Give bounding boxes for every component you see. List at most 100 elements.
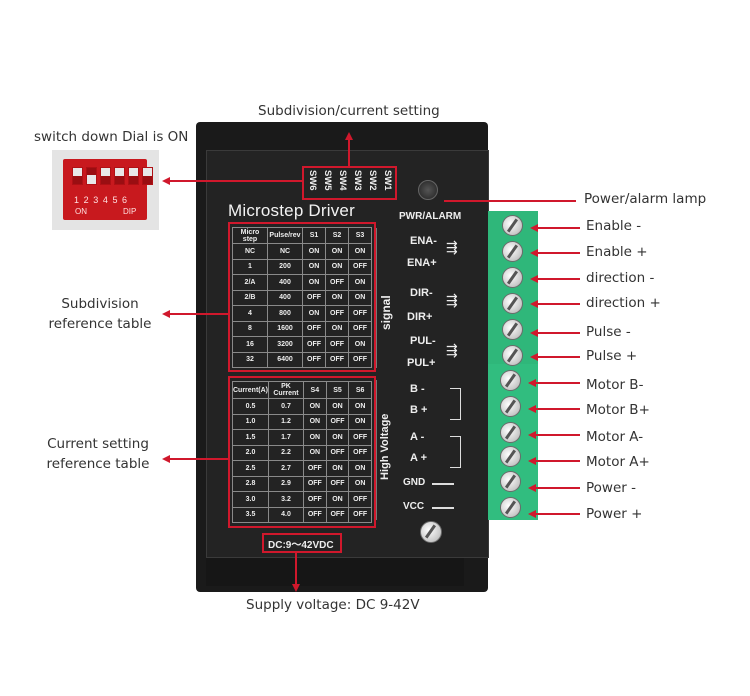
current-table-callout: Current setting reference table bbox=[36, 434, 160, 474]
dip-number: 6 bbox=[122, 195, 128, 205]
coil-a-icon bbox=[450, 436, 461, 468]
terminal-label-ena-plus: ENA+ bbox=[407, 257, 437, 269]
dip-number: 2 bbox=[83, 195, 89, 205]
signal-divider bbox=[376, 228, 377, 368]
terminal-callout: Motor B- bbox=[586, 377, 644, 393]
table-header-row: Current(A) PK Current S4 S5 S6 bbox=[232, 381, 372, 399]
terminal-label-gnd: GND bbox=[403, 477, 426, 488]
table-header: S6 bbox=[348, 381, 372, 399]
dip-number: 4 bbox=[102, 195, 108, 205]
terminal-callout: direction - bbox=[586, 270, 655, 286]
terminal-label-b-plus: B + bbox=[410, 404, 428, 416]
terminal-screw-icon bbox=[500, 370, 521, 391]
table-header: S1 bbox=[302, 227, 326, 244]
table-cell: ON bbox=[348, 460, 372, 477]
terminal-label-b-minus: B - bbox=[410, 383, 425, 395]
terminal-screw-icon bbox=[502, 293, 523, 314]
vcc-line-icon bbox=[432, 507, 454, 509]
current-callout-line1: Current setting bbox=[47, 436, 149, 452]
dip-lever bbox=[114, 167, 125, 185]
terminal-screw-icon bbox=[500, 396, 521, 417]
coil-b-icon bbox=[450, 388, 461, 420]
table-header: S3 bbox=[348, 227, 372, 244]
subdivision-current-setting-label: Subdivision/current setting bbox=[258, 103, 440, 119]
mounting-screw-icon bbox=[420, 521, 442, 543]
terminal-screw-icon bbox=[502, 345, 523, 366]
dip-lever bbox=[100, 167, 111, 185]
terminal-label-dir-minus: DIR- bbox=[410, 287, 433, 299]
switch-down-label: switch down Dial is ON bbox=[34, 129, 189, 145]
subdivision-table-box bbox=[228, 222, 376, 372]
terminal-callout: Enable + bbox=[586, 244, 648, 260]
dc-label: DC:9～42VDC bbox=[268, 540, 334, 551]
dip-lever bbox=[142, 167, 153, 185]
dc-label-box bbox=[262, 533, 342, 553]
optocoupler-icon: ⇶ bbox=[446, 292, 458, 308]
subdivision-callout-line2: reference table bbox=[48, 316, 152, 332]
current-table-box bbox=[228, 376, 376, 528]
terminal-screw-icon bbox=[502, 241, 523, 262]
terminal-callout: direction + bbox=[586, 295, 661, 311]
terminal-label-a-minus: A - bbox=[410, 431, 425, 443]
gnd-line-icon bbox=[432, 483, 454, 485]
pwr-alarm-led bbox=[418, 180, 438, 200]
terminal-callout: Pulse - bbox=[586, 324, 631, 340]
dip-switch-body: 1 2 3 4 5 6 ON DIP bbox=[63, 159, 153, 220]
terminal-screw-icon bbox=[502, 215, 523, 236]
table-cell: OFF bbox=[348, 506, 372, 523]
table-cell: OFF bbox=[325, 351, 349, 368]
dip-dip-label: DIP bbox=[123, 207, 137, 216]
terminal-screw-icon bbox=[502, 267, 523, 288]
dip-number: 5 bbox=[112, 195, 118, 205]
table-cell: 2.7 bbox=[268, 460, 304, 477]
high-voltage-divider bbox=[376, 380, 377, 520]
dip-number: 1 bbox=[74, 195, 80, 205]
terminal-label-ena-minus: ENA- bbox=[410, 235, 437, 247]
table-cell: OFF bbox=[348, 351, 372, 368]
terminal-label-a-plus: A + bbox=[410, 452, 428, 464]
dip-switch-levers bbox=[72, 167, 153, 185]
terminal-callout: Motor A- bbox=[586, 429, 644, 445]
driver-title: Microstep Driver bbox=[228, 201, 355, 220]
table-header-row: Micro step Pulse/rev S1 S2 S3 bbox=[232, 227, 372, 244]
terminal-callout: Power - bbox=[586, 480, 636, 496]
current-callout-line2: reference table bbox=[46, 456, 150, 472]
dip-numbers: 1 2 3 4 5 6 bbox=[74, 195, 127, 205]
terminal-callout: Motor A+ bbox=[586, 454, 650, 470]
dip-number: 3 bbox=[93, 195, 99, 205]
terminal-label-pul-plus: PUL+ bbox=[407, 357, 436, 369]
terminal-callout: Motor B+ bbox=[586, 402, 650, 418]
terminal-callout: Enable - bbox=[586, 218, 642, 234]
pwr-alarm-label: PWR/ALARM bbox=[399, 211, 462, 222]
power-alarm-lamp-label: Power/alarm lamp bbox=[584, 191, 707, 207]
subdivision-table-callout: Subdivision reference table bbox=[40, 294, 160, 334]
terminal-screw-icon bbox=[500, 422, 521, 443]
table-header: S4 bbox=[303, 381, 327, 399]
signal-terminal-block bbox=[488, 211, 538, 371]
terminal-screw-icon bbox=[500, 446, 521, 467]
dip-lever bbox=[72, 167, 83, 185]
terminal-label-vcc: VCC bbox=[403, 501, 425, 512]
terminal-label-dir-plus: DIR+ bbox=[407, 311, 433, 323]
terminal-screw-icon bbox=[500, 497, 521, 518]
dip-lever bbox=[86, 167, 97, 185]
terminal-callout: Pulse + bbox=[586, 348, 638, 364]
table-cell: 4.0 bbox=[268, 506, 304, 523]
switch-labels-box bbox=[302, 166, 397, 200]
optocoupler-icon: ⇶ bbox=[446, 239, 458, 255]
terminal-label-pul-minus: PUL- bbox=[410, 335, 436, 347]
terminal-screw-icon bbox=[500, 471, 521, 492]
driver-base bbox=[206, 558, 464, 586]
dip-lever bbox=[128, 167, 139, 185]
